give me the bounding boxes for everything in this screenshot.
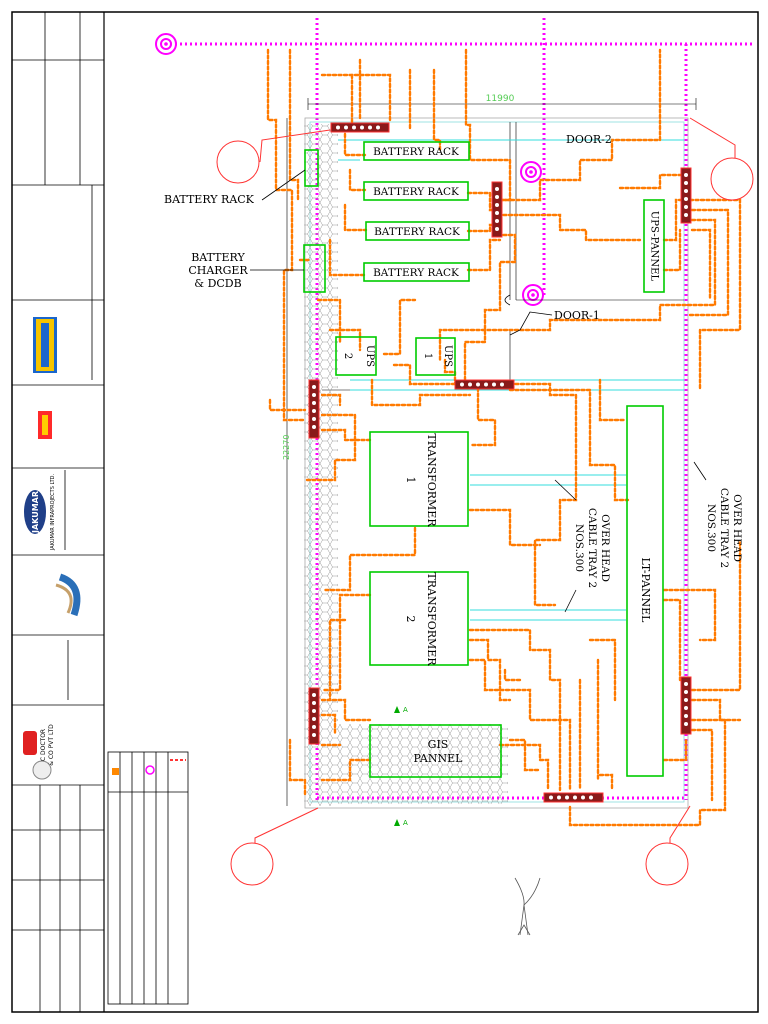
sheet-border [11,11,759,1013]
svg-text:A: A [403,706,408,714]
earth-bus-bar [308,379,320,439]
cable-trench-hatch [338,724,508,804]
label-overhead-tray-right: OVER HEAD CABLE TRAY 2 NOS.300 [693,461,743,568]
svg-text:NOS.300: NOS.300 [573,524,585,572]
battery-rack-4: BATTERY RACK [363,262,470,282]
legend-table [107,751,189,1005]
svg-text:TRANSFORMER: TRANSFORMER [425,572,438,666]
north-arrow-icon [514,877,541,936]
svg-text:GIS: GIS [428,738,449,751]
svg-text:TRANSFORMER: TRANSFORMER [425,433,438,527]
label-door-2: DOOR-2 [566,133,612,146]
legend-earth-pit-icon [145,765,155,775]
label-battery-rack-callout: BATTERY RACK [164,169,306,206]
svg-text:BATTERY RACK: BATTERY RACK [373,186,459,198]
earth-bus-bar [454,379,515,390]
transformer-2: TRANSFORMER 2 [369,571,469,666]
ups-2: UPS 2 [335,336,377,376]
dimension-length-label: 22270 [282,435,291,460]
contractor-logo: JAKUMAR JAKUMAR INFRAPROJECTS LTD. [24,474,56,552]
svg-text:JAKUMAR: JAKUMAR [31,491,40,534]
battery-rack-small [304,149,319,187]
svg-text:A: A [403,819,408,827]
label-door-1: DOOR-1 [504,294,600,336]
earth-bus-bar [680,167,692,224]
callout-bubble [216,129,331,184]
earth-pit-icon [155,33,177,55]
battery-rack-2: BATTERY RACK [363,181,469,201]
cable-routes [266,48,742,827]
earth-bus-bar [330,122,390,133]
earth-bus-bar [491,181,503,238]
dimension-width-label: 11990 [486,94,515,104]
label-overhead-tray-middle: OVER HEAD CABLE TRAY 2 NOS.300 [554,479,611,613]
svg-text:BATTERY RACK: BATTERY RACK [373,267,459,279]
callout-bubble [230,807,319,886]
callout-bubble [645,805,691,886]
client-logo-1 [33,317,57,373]
svg-text:2: 2 [342,353,353,359]
earth-bus-bar [543,792,604,803]
earth-bus-bar [308,687,320,745]
callout-bubble [689,117,754,201]
transformer-1: TRANSFORMER 1 [369,431,469,527]
dimension-left: 22270 [282,118,291,806]
svg-text:UPS: UPS [442,345,453,367]
lt-panel: LT-PANNEL [626,405,664,777]
svg-text:BATTERY RACK: BATTERY RACK [374,226,460,238]
svg-text:BATTERY: BATTERY [191,251,245,264]
svg-text:LT-PANNEL: LT-PANNEL [639,558,652,624]
svg-text:1: 1 [422,353,433,359]
project-logo [55,573,81,617]
svg-text:PANNEL: PANNEL [414,752,464,765]
earth-pit-icon [520,161,542,183]
earth-bus-bar [680,676,692,735]
consultant-logo: C DOCTOR & CO PVT LTD [23,724,55,766]
svg-text:& DCDB: & DCDB [194,277,241,290]
svg-text:JAKUMAR INFRAPROJECTS LTD.: JAKUMAR INFRAPROJECTS LTD. [50,474,56,552]
gis-panel: GIS PANNEL [369,724,502,778]
svg-text:C DOCTOR: C DOCTOR [40,729,47,761]
svg-text:NOS.300: NOS.300 [705,504,717,552]
earth-grid [165,18,752,800]
title-block [12,12,104,1012]
legend-orange-swatch [112,768,119,775]
svg-text:2: 2 [404,616,417,623]
battery-rack-3: BATTERY RACK [365,221,470,241]
earth-pit-icon [522,284,544,306]
svg-text:& CO PVT LTD: & CO PVT LTD [48,724,55,766]
consultant-seal [32,760,52,780]
battery-rack-1: BATTERY RACK [363,141,470,161]
svg-text:BATTERY RACK: BATTERY RACK [164,193,255,206]
svg-text:CABLE TRAY 2: CABLE TRAY 2 [718,488,730,568]
svg-text:OVER HEAD: OVER HEAD [731,494,743,562]
svg-text:1: 1 [404,477,417,484]
section-mark-a-bottom: A [394,819,408,827]
dimension-top: 11990 [307,94,697,110]
client-logo-2 [38,411,52,439]
svg-text:UPS: UPS [364,345,375,367]
svg-text:CABLE TRAY 2: CABLE TRAY 2 [586,508,598,588]
ups-1: UPS 1 [415,337,456,376]
label-battery-charger: BATTERY CHARGER & DCDB [188,251,304,290]
section-mark-a-top: A [394,706,408,714]
svg-text:CHARGER: CHARGER [188,264,248,277]
svg-text:OVER HEAD: OVER HEAD [599,514,611,582]
svg-text:DOOR-1: DOOR-1 [554,309,600,322]
svg-text:BATTERY RACK: BATTERY RACK [373,146,459,158]
svg-text:UPS-PANNEL: UPS-PANNEL [649,211,660,282]
battery-charger-dcdb [303,244,326,293]
ups-panel: UPS-PANNEL [643,199,665,293]
